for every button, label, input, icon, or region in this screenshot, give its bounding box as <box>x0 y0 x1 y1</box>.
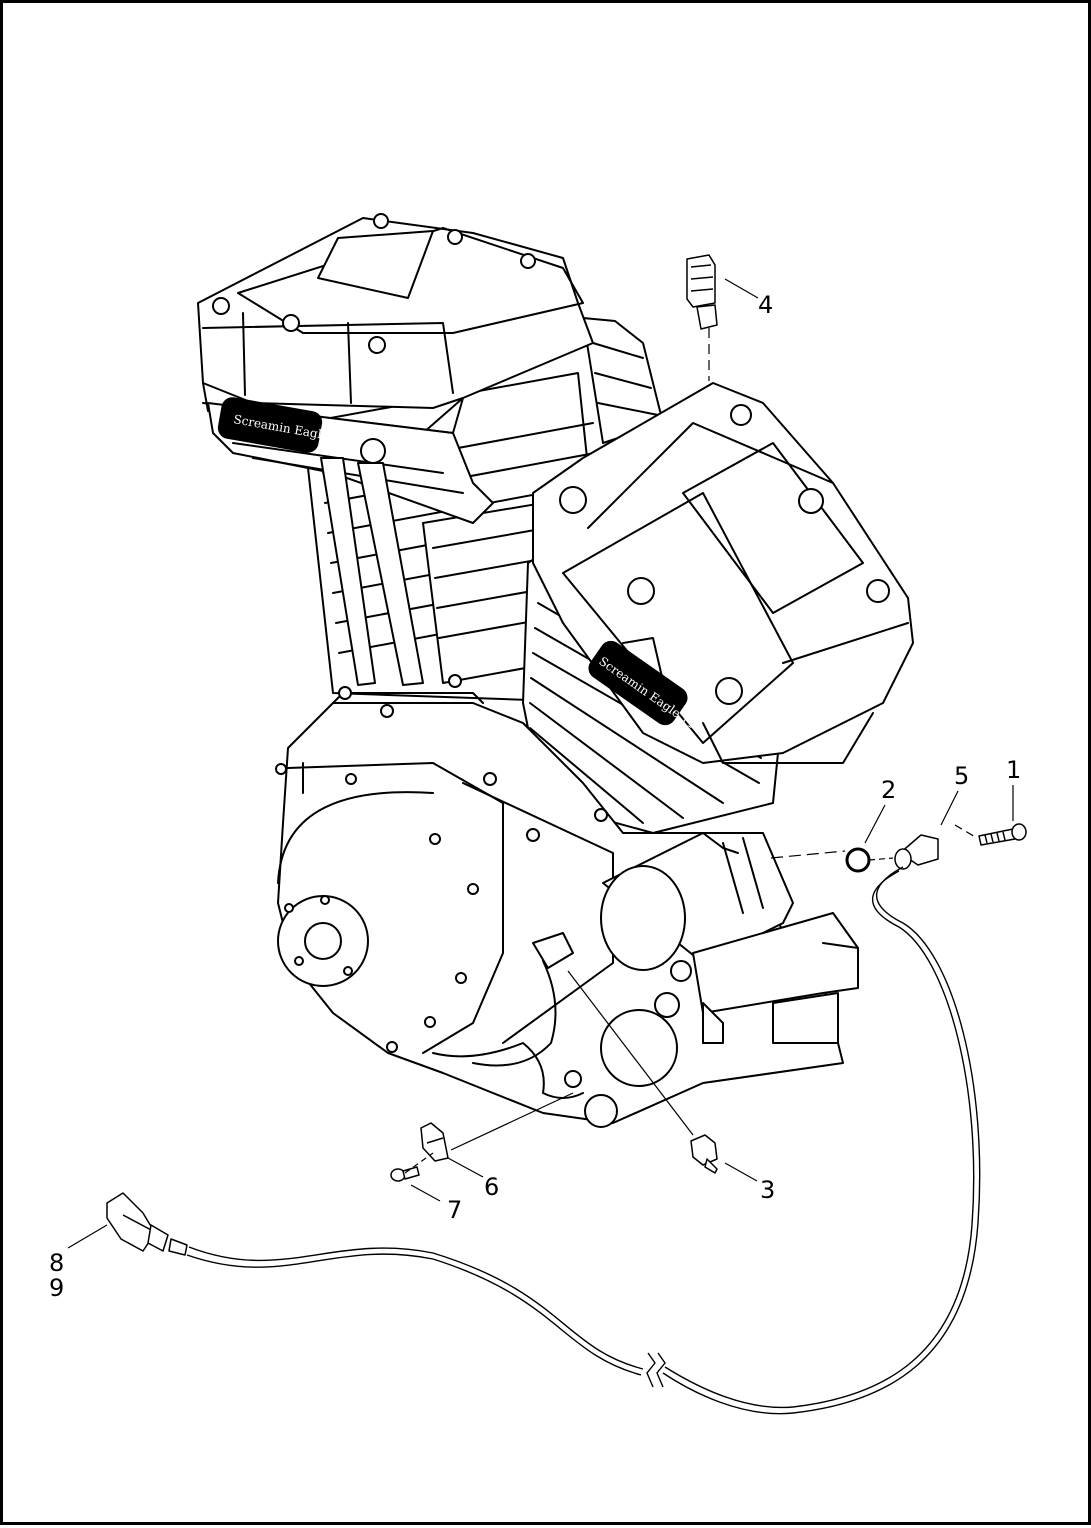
front-head-badge <box>588 640 874 764</box>
callout-labels: 1 2 3 4 5 6 7 8 9 <box>49 291 1021 1302</box>
callout-2: 2 <box>881 776 896 804</box>
part-5-sensor <box>894 834 939 870</box>
rear-rocker-box <box>197 217 594 434</box>
callout-1: 1 <box>1006 756 1021 784</box>
part-8-connector <box>106 1192 188 1256</box>
callout-9: 9 <box>49 1274 64 1302</box>
case-inspection <box>564 960 692 1128</box>
callout-7: 7 <box>447 1196 462 1224</box>
rear-rocker-bolts <box>212 213 536 354</box>
callout-4: 4 <box>758 291 773 319</box>
cam-cover <box>277 895 369 987</box>
callout-5: 5 <box>954 762 969 790</box>
parts <box>106 254 1027 1256</box>
part-2-o-ring <box>845 847 871 873</box>
engine-parts-diagram: Screamin Eagle 110 Screamin Eagle 110 <box>49 213 1027 1415</box>
case-wiring <box>432 932 584 1099</box>
engine-illustration <box>197 213 914 1128</box>
crankcase-bolts <box>275 674 608 1053</box>
starter-motor <box>600 832 859 1044</box>
leader-lines <box>67 278 1014 1249</box>
rear-cylinder-head <box>207 397 494 524</box>
part-6-clip <box>420 1122 449 1162</box>
part-7-screw <box>390 1166 420 1182</box>
callout-8: 8 <box>49 1249 64 1277</box>
sensor-harness <box>186 866 981 1415</box>
part-3-switch <box>690 1134 718 1174</box>
front-rocker-bolts <box>559 404 890 705</box>
callout-6: 6 <box>484 1173 499 1201</box>
callout-3: 3 <box>760 1176 775 1204</box>
part-4-oil-pressure-sender <box>686 254 718 330</box>
part-1-bolt <box>978 823 1027 846</box>
